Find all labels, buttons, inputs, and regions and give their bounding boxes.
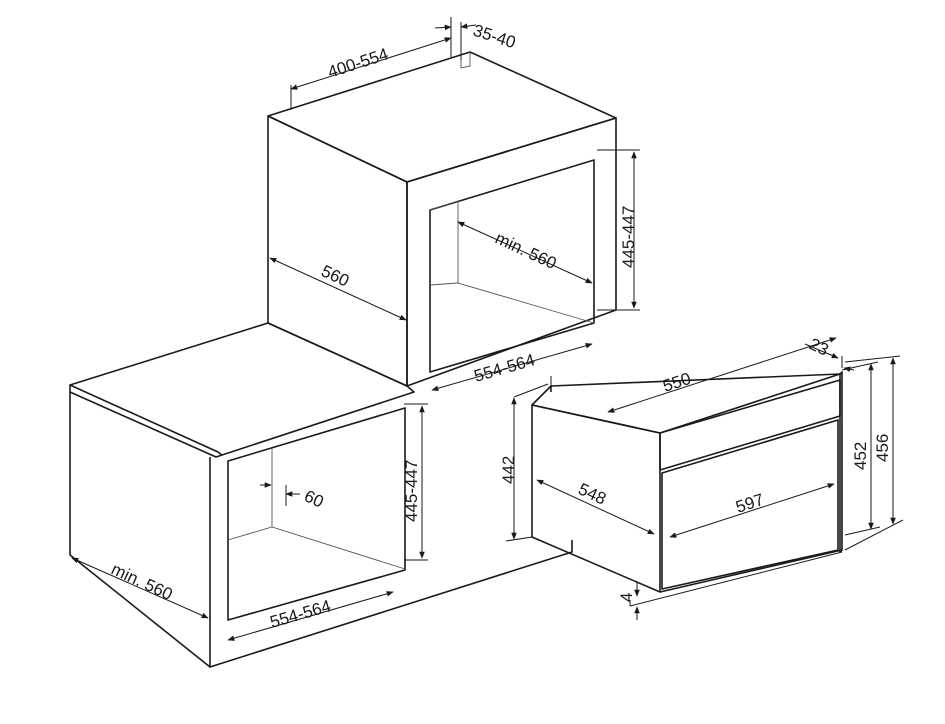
tall-width-side-label: 560 — [318, 261, 352, 290]
oven-height-452-label: 452 — [851, 442, 870, 470]
base-cabinet — [69, 322, 573, 668]
oven-top-depth-label: 550 — [660, 369, 693, 396]
tall-gap-label: 35-40 — [471, 21, 518, 53]
oven-dimensions — [505, 337, 904, 620]
oven-panel-label: 23 — [806, 334, 831, 359]
base-height-label: 445-447 — [402, 460, 421, 522]
oven-side-depth-label: 548 — [575, 479, 609, 508]
oven-body-height-label: 442 — [499, 456, 518, 484]
oven-front-width-label: 597 — [733, 490, 766, 517]
tall-depth-label: 400-554 — [325, 44, 390, 81]
tall-height-label: 445-447 — [619, 206, 638, 268]
tall-width-label: 554-564 — [472, 350, 537, 385]
base-back-gap-label: 60 — [301, 486, 326, 511]
base-depth-label: min. 560 — [108, 559, 175, 604]
base-cabinet-dimensions — [71, 403, 428, 641]
oven — [531, 371, 843, 593]
base-width-label: 554-564 — [268, 596, 333, 631]
oven-height-456-label: 456 — [873, 434, 892, 462]
tall-inner-depth-label: min. 560 — [492, 228, 559, 273]
oven-bottom-gap-label: 4 — [617, 593, 636, 602]
tall-cabinet — [267, 51, 617, 387]
tall-cabinet-dimensions — [269, 17, 640, 391]
